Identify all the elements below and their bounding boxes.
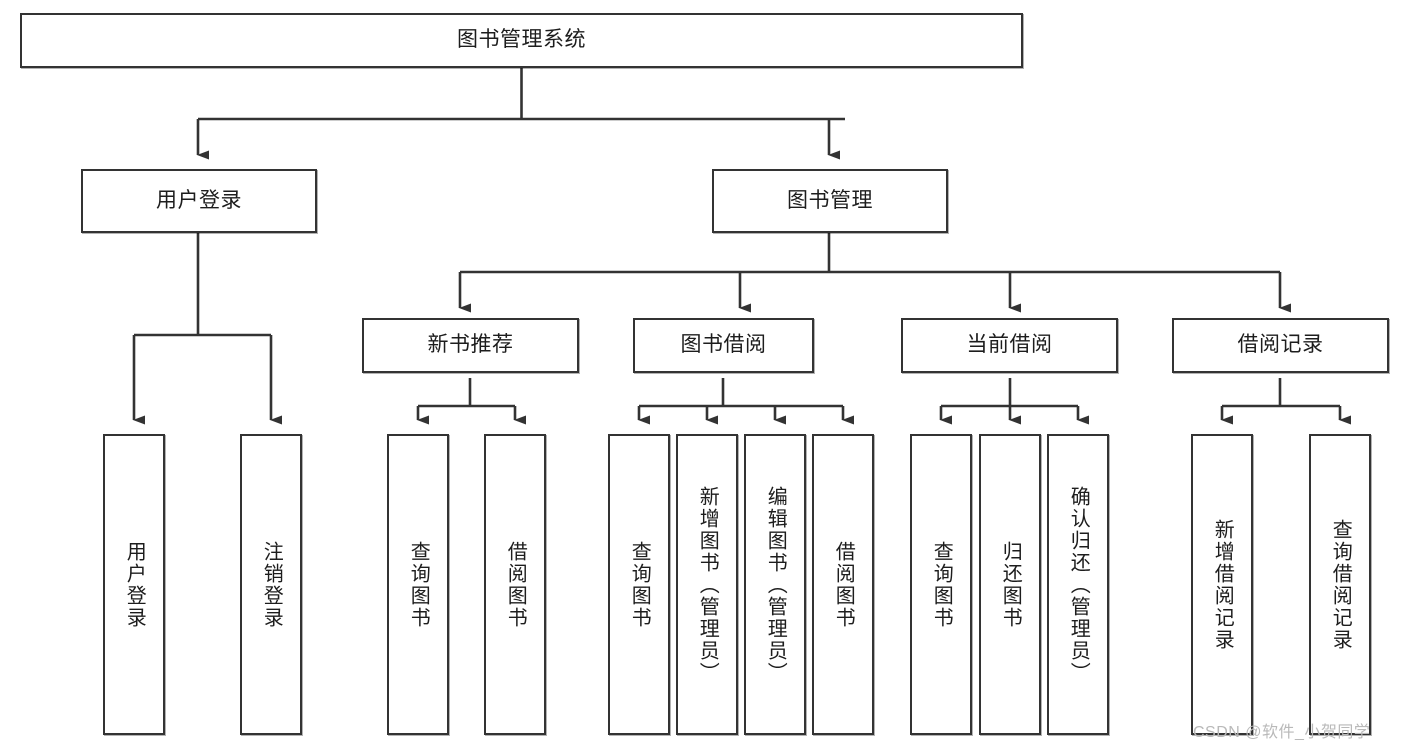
node-label: 图书管理 xyxy=(787,188,873,212)
node-leaf-query-book-current[interactable]: 查询图书 xyxy=(910,434,972,735)
node-label: 借阅图书 xyxy=(504,540,527,629)
node-book-management[interactable]: 图书管理 xyxy=(712,169,948,233)
node-leaf-user-login[interactable]: 用户登录 xyxy=(103,434,165,735)
node-label: 图书借阅 xyxy=(680,333,767,357)
node-label: 查询图书 xyxy=(628,540,651,629)
node-leaf-query-book-recommend[interactable]: 查询图书 xyxy=(387,434,449,735)
node-label: 新书推荐 xyxy=(427,333,514,357)
node-label: 查询图书 xyxy=(407,540,430,629)
node-label: 确认归还（管理员） xyxy=(1067,485,1090,684)
watermark: CSDN @软件_小贺同学 xyxy=(1193,724,1371,741)
node-label: 归还图书 xyxy=(999,540,1022,629)
node-leaf-query-borrow-record[interactable]: 查询借阅记录 xyxy=(1309,434,1371,735)
node-label: 编辑图书（管理员） xyxy=(764,485,787,684)
node-label: 新增借阅记录 xyxy=(1211,518,1234,651)
node-leaf-edit-book-admin[interactable]: 编辑图书（管理员） xyxy=(744,434,806,735)
node-root-book-management-system[interactable]: 图书管理系统 xyxy=(20,13,1023,68)
node-user-login[interactable]: 用户登录 xyxy=(81,169,317,233)
node-label: 借阅图书 xyxy=(832,540,855,629)
node-label: 图书管理系统 xyxy=(457,28,586,52)
node-new-book-recommend[interactable]: 新书推荐 xyxy=(362,318,579,373)
node-label: 当前借阅 xyxy=(966,333,1053,357)
node-leaf-logout[interactable]: 注销登录 xyxy=(240,434,302,735)
node-leaf-query-book-borrow[interactable]: 查询图书 xyxy=(608,434,670,735)
node-label: 用户登录 xyxy=(156,188,242,212)
node-leaf-add-borrow-record[interactable]: 新增借阅记录 xyxy=(1191,434,1253,735)
node-leaf-borrow-book[interactable]: 借阅图书 xyxy=(812,434,874,735)
node-label: 查询图书 xyxy=(930,540,953,629)
node-label: 用户登录 xyxy=(123,540,146,629)
node-label: 借阅记录 xyxy=(1237,333,1324,357)
node-leaf-confirm-return-admin[interactable]: 确认归还（管理员） xyxy=(1047,434,1109,735)
node-label: 新增图书（管理员） xyxy=(696,485,719,684)
node-label: 查询借阅记录 xyxy=(1329,518,1352,651)
node-borrow-record[interactable]: 借阅记录 xyxy=(1172,318,1389,373)
node-leaf-add-book-admin[interactable]: 新增图书（管理员） xyxy=(676,434,738,735)
node-label: 注销登录 xyxy=(260,540,283,629)
node-book-borrow[interactable]: 图书借阅 xyxy=(633,318,814,373)
node-leaf-borrow-book-recommend[interactable]: 借阅图书 xyxy=(484,434,546,735)
node-leaf-return-book[interactable]: 归还图书 xyxy=(979,434,1041,735)
node-current-borrow[interactable]: 当前借阅 xyxy=(901,318,1118,373)
